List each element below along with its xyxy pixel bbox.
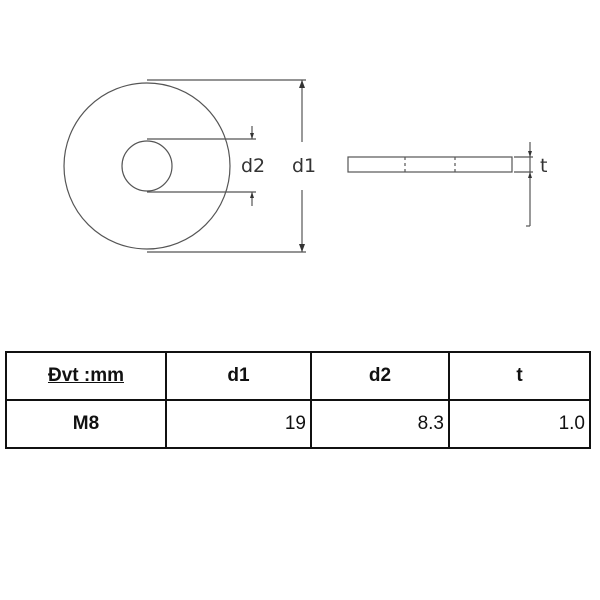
d2-arrowhead-top xyxy=(250,133,254,139)
table-header-row: Đvt :mm d1 d2 t xyxy=(5,351,591,401)
header-t: t xyxy=(448,351,591,401)
d1-arrowhead-top xyxy=(299,80,305,88)
cell-d2: 8.3 xyxy=(310,399,450,449)
washer-side-view xyxy=(347,156,513,173)
washer-drawing: d2 d1 t xyxy=(63,79,547,253)
cell-size: M8 xyxy=(5,399,167,449)
d1-label: d1 xyxy=(292,155,316,177)
header-unit: Đvt :mm xyxy=(5,351,167,401)
cell-d1: 19 xyxy=(165,399,312,449)
t-arrowhead-top xyxy=(528,151,532,157)
t-arrowhead-bottom xyxy=(528,172,532,178)
d2-arrowhead-bottom xyxy=(250,192,254,198)
header-d2: d2 xyxy=(310,351,450,401)
washer-outer-circle xyxy=(63,82,231,250)
header-d1: d1 xyxy=(165,351,312,401)
table-row: M8 19 8.3 1.0 xyxy=(5,399,591,449)
spec-table: Đvt :mm d1 d2 t M8 19 8.3 1.0 xyxy=(5,351,591,449)
d2-label: d2 xyxy=(241,155,265,177)
cell-t: 1.0 xyxy=(448,399,591,449)
washer-inner-hole xyxy=(121,140,173,192)
unit-label: Đvt :mm xyxy=(47,365,124,386)
t-label: t xyxy=(540,155,547,177)
d1-arrowhead-bottom xyxy=(299,244,305,252)
